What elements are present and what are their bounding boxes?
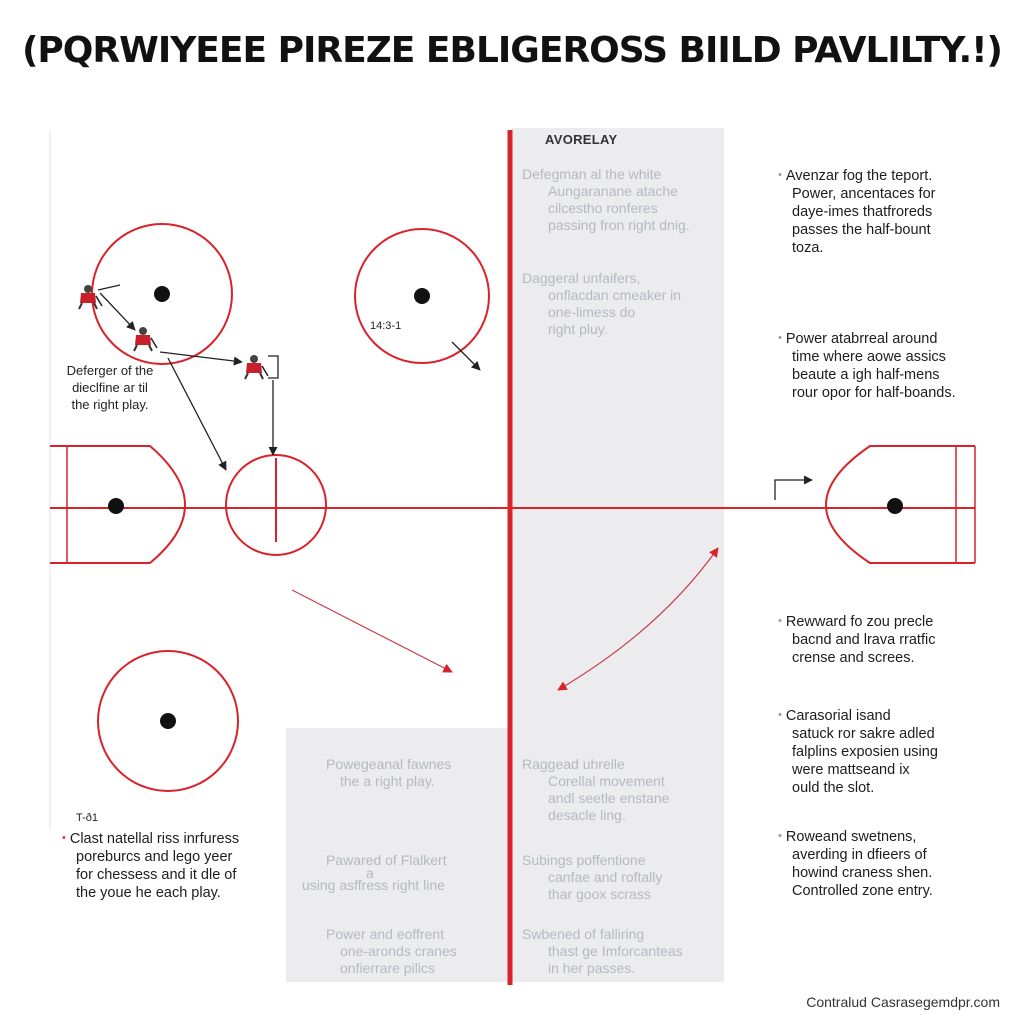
right-note: •Carasorial isand satuck ror sakre adled… — [778, 708, 938, 796]
bottom-block: Subings poffentione canfae and roftally … — [522, 852, 663, 902]
left-dot — [108, 498, 124, 514]
right-note: •Rewward fo zou precle bacnd and lrava r… — [778, 614, 936, 666]
arrow-icon — [291, 547, 719, 691]
small-label: T-ð1 — [76, 812, 99, 824]
faceoff-dot — [154, 286, 170, 302]
small-label: 14:3-1 — [370, 320, 402, 332]
bottom-block: Raggead uhrelle Corellal movement andl s… — [522, 756, 670, 823]
faceoff-dot — [414, 288, 430, 304]
bottom-block: Powegeanal fawnes the a right play. — [326, 756, 452, 789]
bottom-block: Swbened of falliring thast ge Imforcante… — [522, 926, 683, 976]
faceoff-circle — [97, 650, 239, 792]
right-note: •Avenzar fog the teport. Power, ancentac… — [778, 168, 936, 256]
faceoff-dot — [160, 713, 176, 729]
defender-label: Deferger of the dieclfine ar til the rig… — [66, 363, 154, 412]
right-dot — [887, 498, 903, 514]
right-note: •Roweand swetnens, averding in dfieers o… — [778, 829, 933, 899]
player-icon — [133, 326, 158, 352]
right-crease — [824, 445, 975, 564]
bottom-block: Power and eoffrent one-aronds cranes onf… — [326, 926, 457, 976]
overlay-title: AVORELAY — [545, 132, 618, 147]
overlay-block: Daggeral unfaifers, onflacdan cmeaker in… — [522, 270, 682, 337]
overlay-block: Defegman al the white Aungaranane atache… — [522, 166, 690, 233]
right-note: •Power atabrreal around time where aowe … — [778, 331, 956, 401]
arrow-icon — [97, 284, 813, 500]
bottom-panel — [286, 728, 724, 982]
player-icon — [244, 354, 269, 380]
left-note: •Clast natellal riss inrfuress poreburcs… — [62, 831, 240, 901]
page-title: (PQRWIYEEE PIREZE EBLIGEROSS BIILD PAVLI… — [21, 30, 1003, 71]
left-crease — [50, 445, 187, 564]
faceoff-circle — [354, 228, 490, 364]
player-icon — [78, 284, 103, 310]
bottom-block: Pawared of Flalkert a using asffress rig… — [302, 852, 447, 893]
footer-text: Contralud Casrasegemdpr.com — [806, 994, 1000, 1010]
